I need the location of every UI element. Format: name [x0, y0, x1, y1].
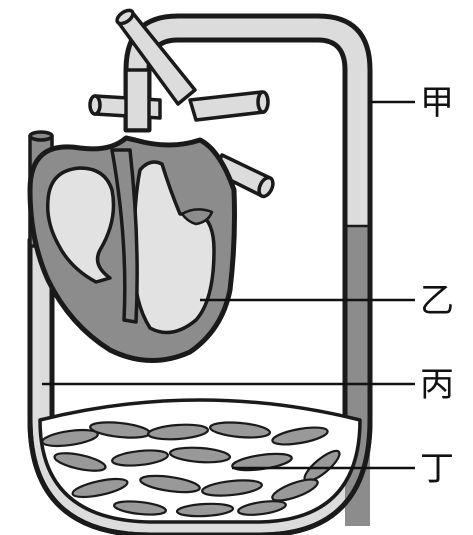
- label-ding: 丁: [420, 449, 454, 489]
- capillary-cell: [71, 477, 129, 499]
- capillary-cell: [271, 426, 329, 446]
- vessel-right-redraw: [27, 223, 373, 535]
- heart: [27, 68, 237, 363]
- heart-valve: [180, 208, 214, 226]
- vessel-opening: [257, 175, 275, 199]
- capillary-cell: [111, 449, 169, 467]
- vessel-branch-right: [188, 90, 266, 122]
- aorta-trunk: [124, 68, 151, 132]
- label-yi: 乙: [420, 281, 454, 321]
- capillary-cell: [41, 428, 99, 448]
- capillary-cell: [139, 474, 201, 494]
- capillary-cell: [175, 502, 235, 518]
- labels: 甲 乙 丙 丁: [42, 83, 454, 489]
- capillary-cell: [201, 479, 263, 497]
- vessel-opening: [115, 8, 135, 26]
- capillary-cell: [146, 423, 210, 441]
- capillary-cell: [271, 478, 319, 502]
- label-bing: 丙: [420, 365, 454, 405]
- capillary-bed: [38, 398, 362, 524]
- capillary-cell: [237, 500, 287, 516]
- vessel-opening: [256, 90, 270, 114]
- capillary-cell: [113, 500, 167, 516]
- capillary-cell: [209, 421, 271, 439]
- capillary-cell: [168, 446, 232, 464]
- septum: [110, 148, 139, 324]
- label-jia: 甲: [420, 83, 454, 123]
- heart-chamber-left: [45, 166, 116, 284]
- vessel-opening: [88, 94, 102, 116]
- vessel-opening: [28, 130, 54, 142]
- capillary-cell: [53, 452, 107, 472]
